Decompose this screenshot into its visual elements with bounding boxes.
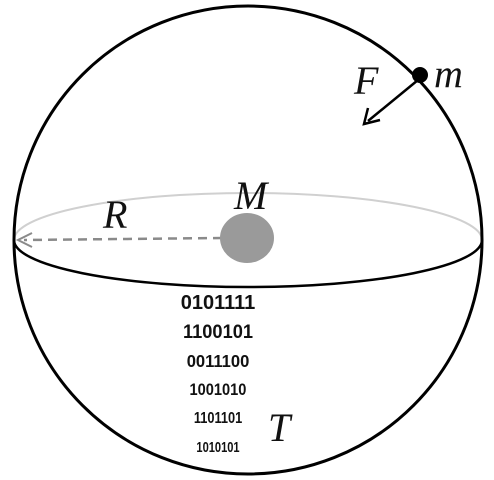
binary-text-block: 0101111 1100101 0011100 1001010 1101101 10101… — [181, 292, 256, 455]
equator-front-arc — [12, 239, 484, 289]
binary-row: 1010101 — [196, 438, 239, 455]
label-radius: R — [102, 192, 127, 237]
force-arrow — [367, 79, 419, 122]
binary-row: 1100101 — [183, 321, 253, 342]
binary-row: 1101101 — [194, 410, 242, 428]
central-mass — [220, 213, 274, 263]
equator-back-arc — [13, 192, 483, 241]
radius-arrow — [23, 236, 223, 242]
label-test-mass: m — [434, 51, 463, 96]
binary-row: 1001010 — [190, 381, 247, 399]
radius-arrowhead — [15, 232, 33, 248]
label-time: T — [268, 405, 293, 450]
binary-row: 0101111 — [181, 292, 256, 314]
label-force: F — [353, 58, 379, 103]
label-central-mass: M — [233, 173, 270, 218]
force-arrowhead — [362, 107, 381, 126]
test-mass-dot — [412, 67, 428, 83]
binary-row: 0011100 — [187, 350, 250, 371]
